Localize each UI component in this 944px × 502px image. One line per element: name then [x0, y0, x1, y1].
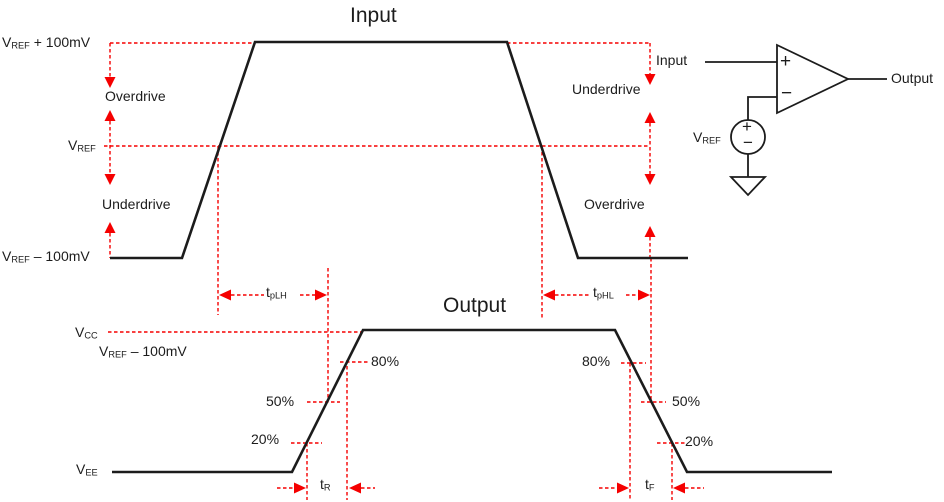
- arrow-up-icon: [104, 110, 116, 121]
- arrow-right-icon: [638, 289, 650, 301]
- ground-icon: [728, 176, 768, 197]
- label-tf: tF: [645, 476, 655, 493]
- label-80pct-fall: 80%: [582, 353, 611, 369]
- arrow-left-icon: [219, 289, 231, 301]
- comparator-circuit: [705, 43, 887, 197]
- arrow-up-icon: [644, 112, 656, 123]
- arrow-up-icon: [644, 226, 656, 237]
- arrow-right-icon: [617, 482, 629, 494]
- label-vref-minus-100mv-output: VREF – 100mV: [99, 343, 187, 360]
- output-title: Output: [443, 294, 507, 317]
- arrow-left-icon: [543, 289, 555, 301]
- label-underdrive-left: Underdrive: [102, 196, 171, 212]
- output-waveform: [112, 328, 832, 474]
- label-underdrive-right: Underdrive: [572, 81, 641, 97]
- input-waveform: [110, 40, 688, 260]
- label-tplh: tpLH: [266, 284, 287, 301]
- arrow-down-icon: [644, 74, 656, 85]
- arrow-left-icon: [673, 482, 685, 494]
- inverting-input-wire: [747, 96, 777, 120]
- label-vcc: VCC: [75, 324, 98, 341]
- circuit-output-label: Output: [891, 70, 934, 86]
- label-20pct-rise: 20%: [251, 431, 280, 447]
- arrow-down-icon: [104, 174, 116, 185]
- label-50pct-rise: 50%: [266, 393, 295, 409]
- label-overdrive-right: Overdrive: [584, 196, 645, 212]
- label-overdrive-left: Overdrive: [105, 88, 166, 104]
- label-tphl: tpHL: [593, 284, 614, 301]
- comparator-minus-sign: −: [781, 83, 793, 104]
- comparator-symbol: [776, 43, 851, 115]
- arrow-down-icon: [644, 174, 656, 185]
- input-title: Input: [350, 4, 397, 27]
- arrow-left-icon: [349, 482, 361, 494]
- label-tr: tR: [320, 476, 331, 493]
- label-vref-plus-100mv: VREF + 100mV: [2, 34, 91, 51]
- arrow-right-icon: [315, 289, 327, 301]
- comparator-plus-sign: +: [780, 51, 792, 72]
- label-vref-minus-100mv: VREF – 100mV: [2, 248, 90, 265]
- arrow-up-icon: [104, 222, 116, 233]
- label-50pct-fall: 50%: [672, 393, 701, 409]
- reference-dashed-lines: [104, 42, 686, 500]
- arrow-right-icon: [294, 482, 306, 494]
- dimension-arrows: [104, 74, 704, 494]
- circuit-vref-label: VREF: [693, 129, 721, 146]
- circuit-input-label: Input: [656, 52, 688, 68]
- label-vee: VEE: [76, 461, 98, 478]
- label-80pct-rise: 80%: [371, 353, 400, 369]
- source-minus-sign: −: [743, 133, 753, 152]
- source-plus-sign: +: [742, 117, 752, 136]
- arrow-down-icon: [104, 77, 116, 88]
- label-vref: VREF: [68, 137, 96, 154]
- label-20pct-fall: 20%: [685, 433, 714, 449]
